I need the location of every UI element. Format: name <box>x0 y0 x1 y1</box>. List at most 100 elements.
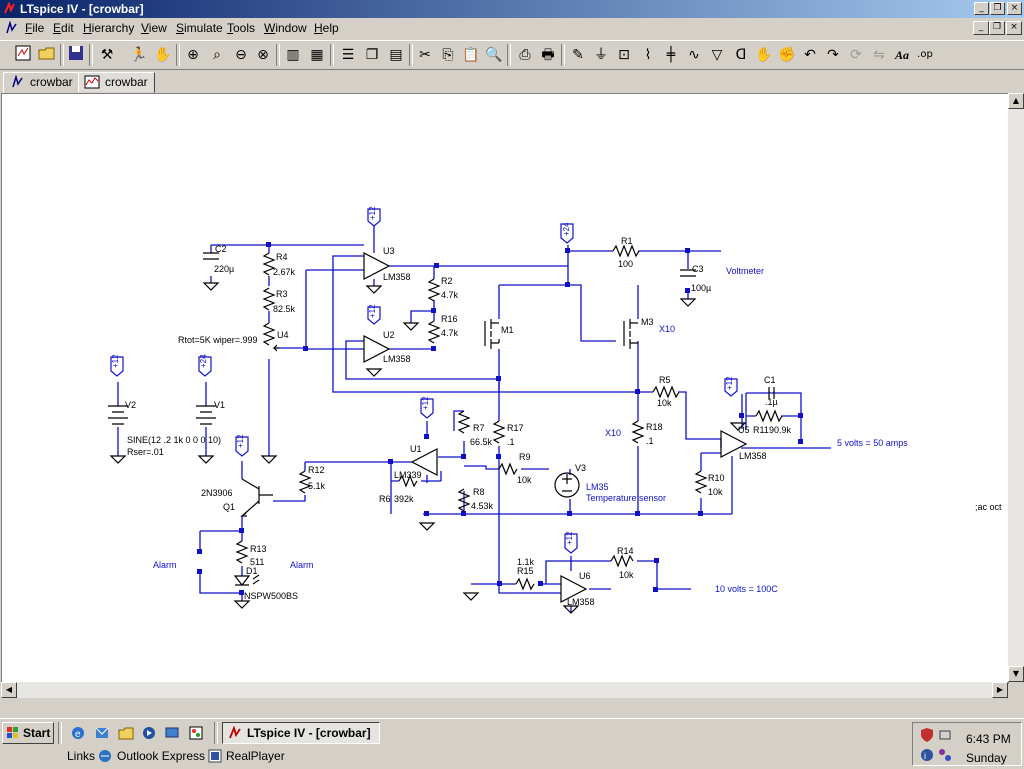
label-d1-model: NSPW500BS <box>244 591 298 601</box>
redo-icon[interactable]: ↷ <box>827 47 839 63</box>
doc-restore-button[interactable]: ❐ <box>989 21 1005 35</box>
outlook-express-quicklaunch-icon[interactable] <box>94 725 110 741</box>
paste-icon[interactable]: 📋 <box>462 47 480 63</box>
label-c1-value: .1µ <box>765 397 778 407</box>
label-r2-value: 4.7k <box>441 290 459 300</box>
diode-icon[interactable]: ▽ <box>711 47 723 63</box>
zoom-fit-icon[interactable]: ⊗ <box>257 47 269 63</box>
find-icon[interactable]: 🔍 <box>485 47 503 63</box>
menu-view[interactable]: View <box>141 21 167 35</box>
folder-icon[interactable] <box>118 725 134 741</box>
menu-help[interactable]: Help <box>314 21 339 35</box>
link-realplayer[interactable]: RealPlayer <box>226 749 285 763</box>
shield-icon[interactable] <box>919 727 935 743</box>
internet-explorer-icon[interactable]: e <box>70 725 86 741</box>
label-r17-value: .1 <box>507 437 515 447</box>
label-c3-value: 100µ <box>691 283 711 293</box>
scroll-down-icon[interactable]: ▼ <box>1008 666 1024 682</box>
drag-icon[interactable]: ✊ <box>778 47 796 63</box>
fft-icon[interactable]: ▦ <box>310 47 324 63</box>
open-icon[interactable] <box>36 44 58 66</box>
scroll-right-icon[interactable]: ▶ <box>992 682 1008 698</box>
cascade-icon[interactable]: ❐ <box>365 47 379 63</box>
network-icon[interactable] <box>937 727 953 743</box>
horizontal-scrollbar[interactable]: ◀ ▶ <box>1 682 1008 698</box>
mosfet-m3 <box>623 319 638 349</box>
waveform-icon <box>84 75 100 89</box>
realplayer-icon <box>208 749 222 763</box>
label-q1-flag: +12 <box>236 434 245 448</box>
zoom-in-icon[interactable]: ⊕ <box>187 47 199 63</box>
tile-horizontal-icon[interactable]: ▤ <box>389 47 403 63</box>
security-icon[interactable]: i <box>919 747 935 763</box>
label-r10: R10 <box>708 473 725 483</box>
scroll-left-icon[interactable]: ◀ <box>1 682 17 698</box>
tab-schematic-crowbar[interactable]: crowbar <box>3 72 80 93</box>
zoom-pan-icon[interactable]: ⌕ <box>213 47 221 63</box>
autorange-icon[interactable]: ▥ <box>286 47 300 63</box>
save-icon[interactable] <box>65 44 87 66</box>
rotate-icon[interactable]: ⟳ <box>850 47 862 63</box>
print-icon[interactable]: 🖶 <box>541 47 555 63</box>
ltspice-app-icon[interactable] <box>3 2 16 15</box>
zoom-out-icon[interactable]: ⊖ <box>235 47 247 63</box>
label-r14-value: 10k <box>619 570 634 580</box>
restore-button[interactable]: ❐ <box>990 2 1005 15</box>
capacitor-icon[interactable]: ╪ <box>666 47 676 63</box>
label-r7: R7 <box>473 423 485 433</box>
menu-tools[interactable]: Tools <box>227 21 256 35</box>
label-q1: Q1 <box>223 502 235 512</box>
resistor-icon[interactable]: ⌇ <box>644 47 652 63</box>
print-setup-icon[interactable]: ⎙ <box>519 47 531 63</box>
capacitor-c2 <box>203 252 219 260</box>
tile-vertical-icon[interactable]: ☰ <box>341 47 355 63</box>
move-icon[interactable]: ✋ <box>755 47 773 63</box>
schematic-canvas[interactable]: +12 +12 +24 +12 +24 +12 +12 +12 +12 C2 2… <box>1 93 1009 684</box>
run-icon[interactable]: 🏃 <box>130 47 148 63</box>
doc-close-button[interactable]: × <box>1006 21 1022 35</box>
links-toolbar-label[interactable]: Links <box>67 749 96 763</box>
cut-icon[interactable]: ✂ <box>419 47 431 63</box>
start-button[interactable]: Start <box>2 722 54 744</box>
label-r11: R11 <box>753 425 769 435</box>
paint-icon[interactable] <box>188 725 204 741</box>
halt-icon[interactable]: ✋ <box>154 47 172 63</box>
component-icon[interactable]: ᗡ <box>735 47 747 63</box>
control-panel-icon[interactable]: ⚒ <box>100 47 114 63</box>
undo-icon[interactable]: ↶ <box>804 47 816 63</box>
svg-text:e: e <box>75 729 81 740</box>
link-outlook-express[interactable]: Outlook Express <box>117 749 206 763</box>
draw-wire-icon[interactable]: ✎ <box>572 47 584 63</box>
close-button[interactable]: × <box>1007 2 1022 15</box>
label-u2-vcc: +12 <box>368 304 377 318</box>
minimize-button[interactable]: _ <box>974 2 989 15</box>
label-net-icon[interactable]: ⊡ <box>618 47 630 63</box>
media-player-icon[interactable] <box>141 725 157 741</box>
document-icon[interactable] <box>4 21 18 35</box>
mirror-icon[interactable]: ⇋ <box>873 47 885 63</box>
menu-file[interactable]: File <box>25 21 45 35</box>
label-u6-flag: +12 <box>565 531 574 545</box>
resistor-r4 <box>262 252 276 276</box>
taskbar-ltspice-button[interactable]: LTspice IV - [crowbar] <box>222 722 380 744</box>
menu-simulate[interactable]: Simulate <box>176 21 223 35</box>
vertical-scrollbar[interactable]: ▲ ▼ <box>1008 93 1024 682</box>
show-desktop-icon[interactable] <box>164 725 180 741</box>
opamp-u5 <box>720 430 748 458</box>
new-schematic-icon[interactable] <box>12 44 34 66</box>
menu-window[interactable]: Window <box>264 21 307 35</box>
messenger-icon[interactable] <box>937 747 953 763</box>
scroll-up-icon[interactable]: ▲ <box>1008 93 1024 109</box>
ground-icon[interactable]: ⏚ <box>594 47 608 63</box>
inductor-icon[interactable]: ∿ <box>688 47 700 63</box>
copy-icon[interactable]: ⎘ <box>442 47 454 63</box>
menu-edit[interactable]: Edit <box>53 21 74 35</box>
label-r13: R13 <box>250 544 267 554</box>
doc-minimize-button[interactable]: _ <box>973 21 989 35</box>
clock-time[interactable]: 6:43 PM <box>966 732 1011 746</box>
label-d1: D1 <box>246 566 258 576</box>
spice-directive-icon[interactable]: .op <box>917 49 933 60</box>
tab-waveform-crowbar[interactable]: crowbar <box>78 72 155 93</box>
menu-hierarchy[interactable]: Hierarchy <box>83 21 135 35</box>
text-icon[interactable]: Aa <box>894 48 909 62</box>
